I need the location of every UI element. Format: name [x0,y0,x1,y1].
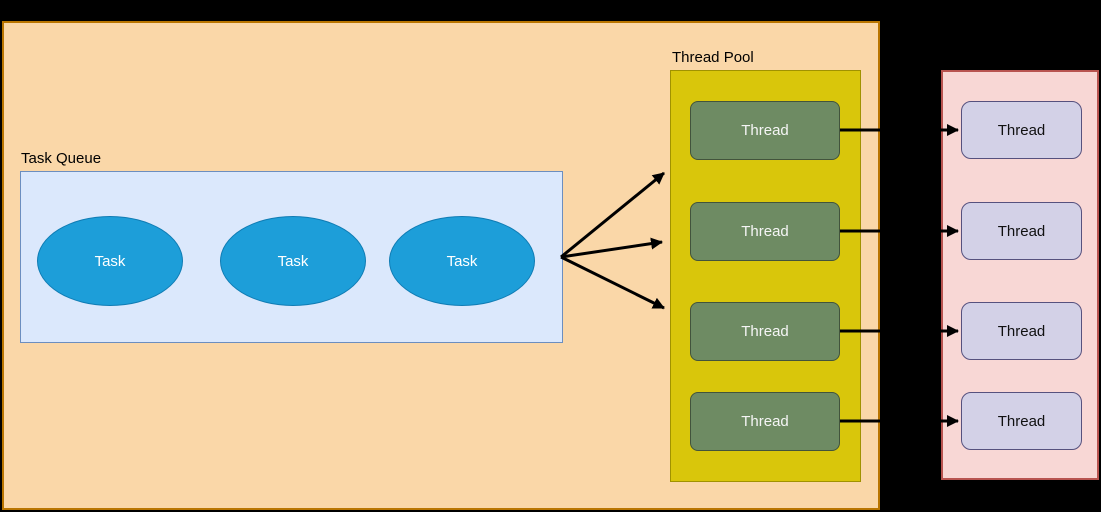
output-thread-node: Thread [961,392,1082,450]
task-node: Task [37,216,183,306]
output-thread-node: Thread [961,101,1082,159]
pool-thread-label: Thread [741,223,789,240]
output-thread-label: Thread [997,412,1046,430]
task-node: Task [389,216,535,306]
pool-thread-label: Thread [741,413,789,430]
output-thread-label: Thread [997,222,1046,240]
pool-thread-node: Thread [690,202,840,261]
pool-thread-label: Thread [741,323,789,340]
output-thread-label: Thread [997,322,1046,340]
output-thread-label: Thread [997,121,1046,139]
output-thread-node: Thread [961,202,1082,260]
output-thread-node: Thread [961,302,1082,360]
task-node-label: Task [277,252,309,270]
thread-pool-title: Thread Pool [672,49,754,66]
task-node: Task [220,216,366,306]
task-node-label: Task [94,252,126,270]
pool-thread-label: Thread [741,122,789,139]
pool-thread-node: Thread [690,392,840,451]
pool-thread-node: Thread [690,101,840,160]
pool-thread-node: Thread [690,302,840,361]
task-node-label: Task [446,252,478,270]
task-queue-title: Task Queue [21,150,102,167]
